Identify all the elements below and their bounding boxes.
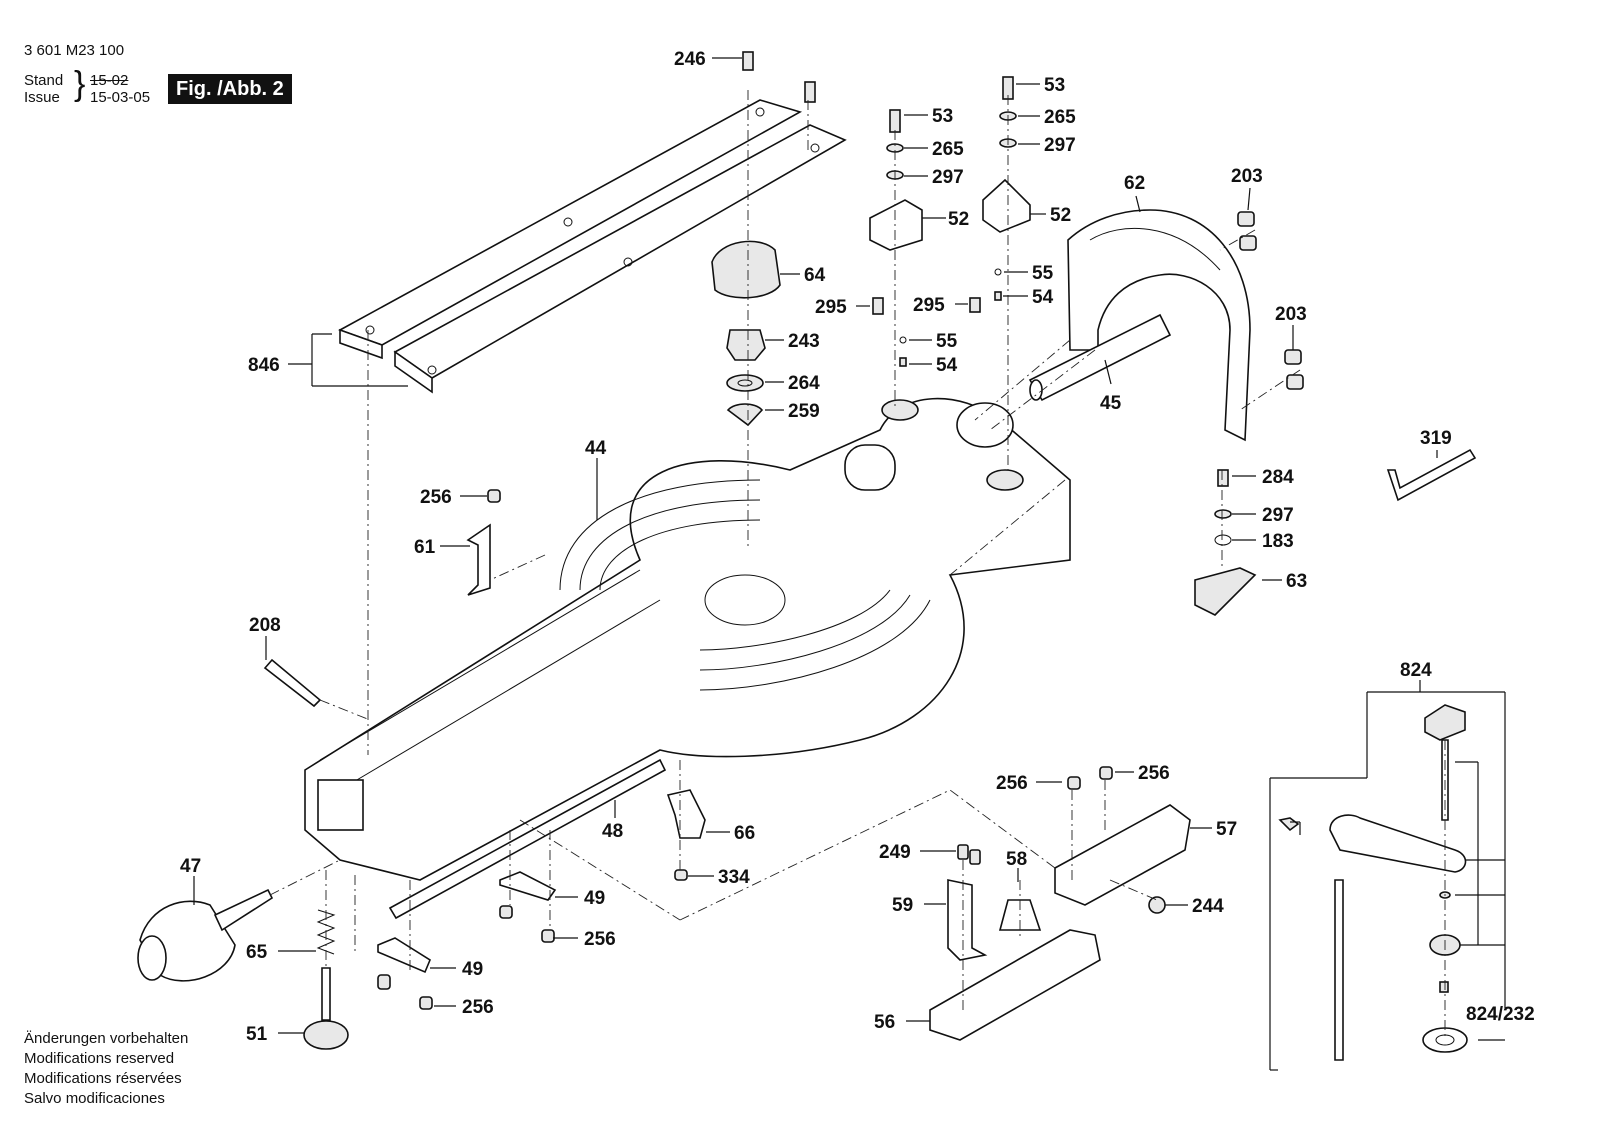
- bolt-208-drawing: [263, 658, 322, 708]
- callout-52-left: 52: [948, 209, 969, 230]
- issue-date: 15-03-05: [90, 89, 151, 106]
- figure-label: Fig. /Abb. 2: [168, 74, 292, 104]
- callout-295-left: 295: [815, 297, 847, 318]
- modification-notes: Änderungen vorbehalten Modifications res…: [24, 1029, 188, 1109]
- callout-54-upper: 54: [1032, 287, 1054, 308]
- callout-48: 48: [602, 821, 623, 842]
- knob-stack-drawing: [711, 240, 781, 427]
- callout-256-support-left: 256: [996, 773, 1028, 794]
- note-es: Salvo modificaciones: [24, 1090, 165, 1107]
- callout-265-left: 265: [932, 139, 964, 160]
- callout-244: 244: [1192, 896, 1224, 917]
- callout-47: 47: [180, 856, 201, 877]
- hex-key-drawing: [1386, 448, 1477, 502]
- clamp-824-drawing: [1278, 704, 1468, 1061]
- callout-334: 334: [718, 867, 750, 888]
- callout-256-support-right: 256: [1138, 763, 1170, 784]
- callout-284: 284: [1262, 467, 1294, 488]
- callout-64: 64: [804, 265, 826, 286]
- callout-61: 61: [414, 537, 436, 558]
- note-de: Änderungen vorbehalten: [24, 1030, 189, 1047]
- clip-66-drawing: [666, 789, 706, 881]
- callout-265-right: 265: [1044, 107, 1076, 128]
- callout-52-right: 52: [1050, 205, 1071, 226]
- callout-297-left: 297: [932, 167, 964, 188]
- issue-label: Issue: [24, 89, 60, 106]
- note-fr: Modifications réservées: [24, 1070, 182, 1087]
- callout-824: 824: [1400, 660, 1432, 681]
- note-en: Modifications reserved: [24, 1050, 175, 1067]
- callout-256-plate-upper: 256: [584, 929, 616, 950]
- callout-208: 208: [249, 615, 281, 636]
- callout-53-right: 53: [1044, 75, 1065, 96]
- callout-66: 66: [734, 823, 755, 844]
- callout-203-upper: 203: [1231, 166, 1263, 187]
- callout-58: 58: [1006, 849, 1027, 870]
- callout-243: 243: [788, 331, 820, 352]
- plates-49-drawing: [377, 871, 557, 1010]
- scale-screws-drawing: [1237, 211, 1304, 390]
- callout-49-upper: 49: [584, 888, 605, 909]
- support-57-drawing: [1054, 766, 1191, 914]
- part-number: 3 601 M23 100: [24, 42, 125, 59]
- callout-319: 319: [1420, 428, 1452, 449]
- callout-53-left: 53: [932, 106, 953, 127]
- callout-256-plate-lower: 256: [462, 997, 494, 1018]
- callout-55-lower: 55: [936, 331, 958, 352]
- callout-59: 59: [892, 895, 913, 916]
- callout-297-stop: 297: [1262, 505, 1294, 526]
- callout-63: 63: [1286, 571, 1307, 592]
- stop-block-drawing: [1194, 469, 1257, 616]
- callout-264: 264: [788, 373, 820, 394]
- callout-259: 259: [788, 401, 820, 422]
- shaft-drawing: [1028, 313, 1172, 402]
- callout-62: 62: [1124, 173, 1145, 194]
- bracket-824: [1269, 680, 1506, 1071]
- old-date: 15-02: [90, 72, 129, 89]
- callout-183: 183: [1262, 531, 1294, 552]
- callout-54-lower: 54: [936, 355, 958, 376]
- leader-lines: [193, 57, 1438, 1034]
- stand-label: Stand: [24, 72, 64, 89]
- callout-249: 249: [879, 842, 911, 863]
- callout-56: 56: [874, 1012, 895, 1033]
- callout-295-right: 295: [913, 295, 945, 316]
- saw-base-drawing: [304, 397, 1071, 881]
- support-56-drawing: [929, 929, 1101, 1041]
- callout-55-upper: 55: [1032, 263, 1054, 284]
- spring-51-drawing: [303, 909, 349, 1050]
- callout-49-lower: 49: [462, 959, 483, 980]
- callout-246: 246: [674, 49, 706, 70]
- callout-846: 846: [248, 355, 280, 376]
- bracket-846: [288, 333, 408, 387]
- callout-256-bracket: 256: [420, 487, 452, 508]
- callout-824-232: 824/232: [1466, 1004, 1535, 1025]
- rod-48-drawing: [388, 758, 667, 920]
- callout-57: 57: [1216, 819, 1237, 840]
- callout-44: 44: [585, 438, 607, 459]
- bracket-61-drawing: [466, 489, 501, 596]
- callout-203-lower: 203: [1275, 304, 1307, 325]
- callout-labels: 246 53 265 297 52 53 265 297 52 62 203 2…: [180, 49, 1535, 1045]
- assembly-lines: [269, 90, 1446, 1040]
- upper-hardware-drawing: [742, 51, 1031, 367]
- callout-297-right: 297: [1044, 135, 1076, 156]
- knob-47-drawing: [137, 888, 274, 982]
- callout-45: 45: [1100, 393, 1122, 414]
- callout-65: 65: [246, 942, 268, 963]
- callout-51: 51: [246, 1024, 268, 1045]
- date-brace: }: [74, 65, 86, 103]
